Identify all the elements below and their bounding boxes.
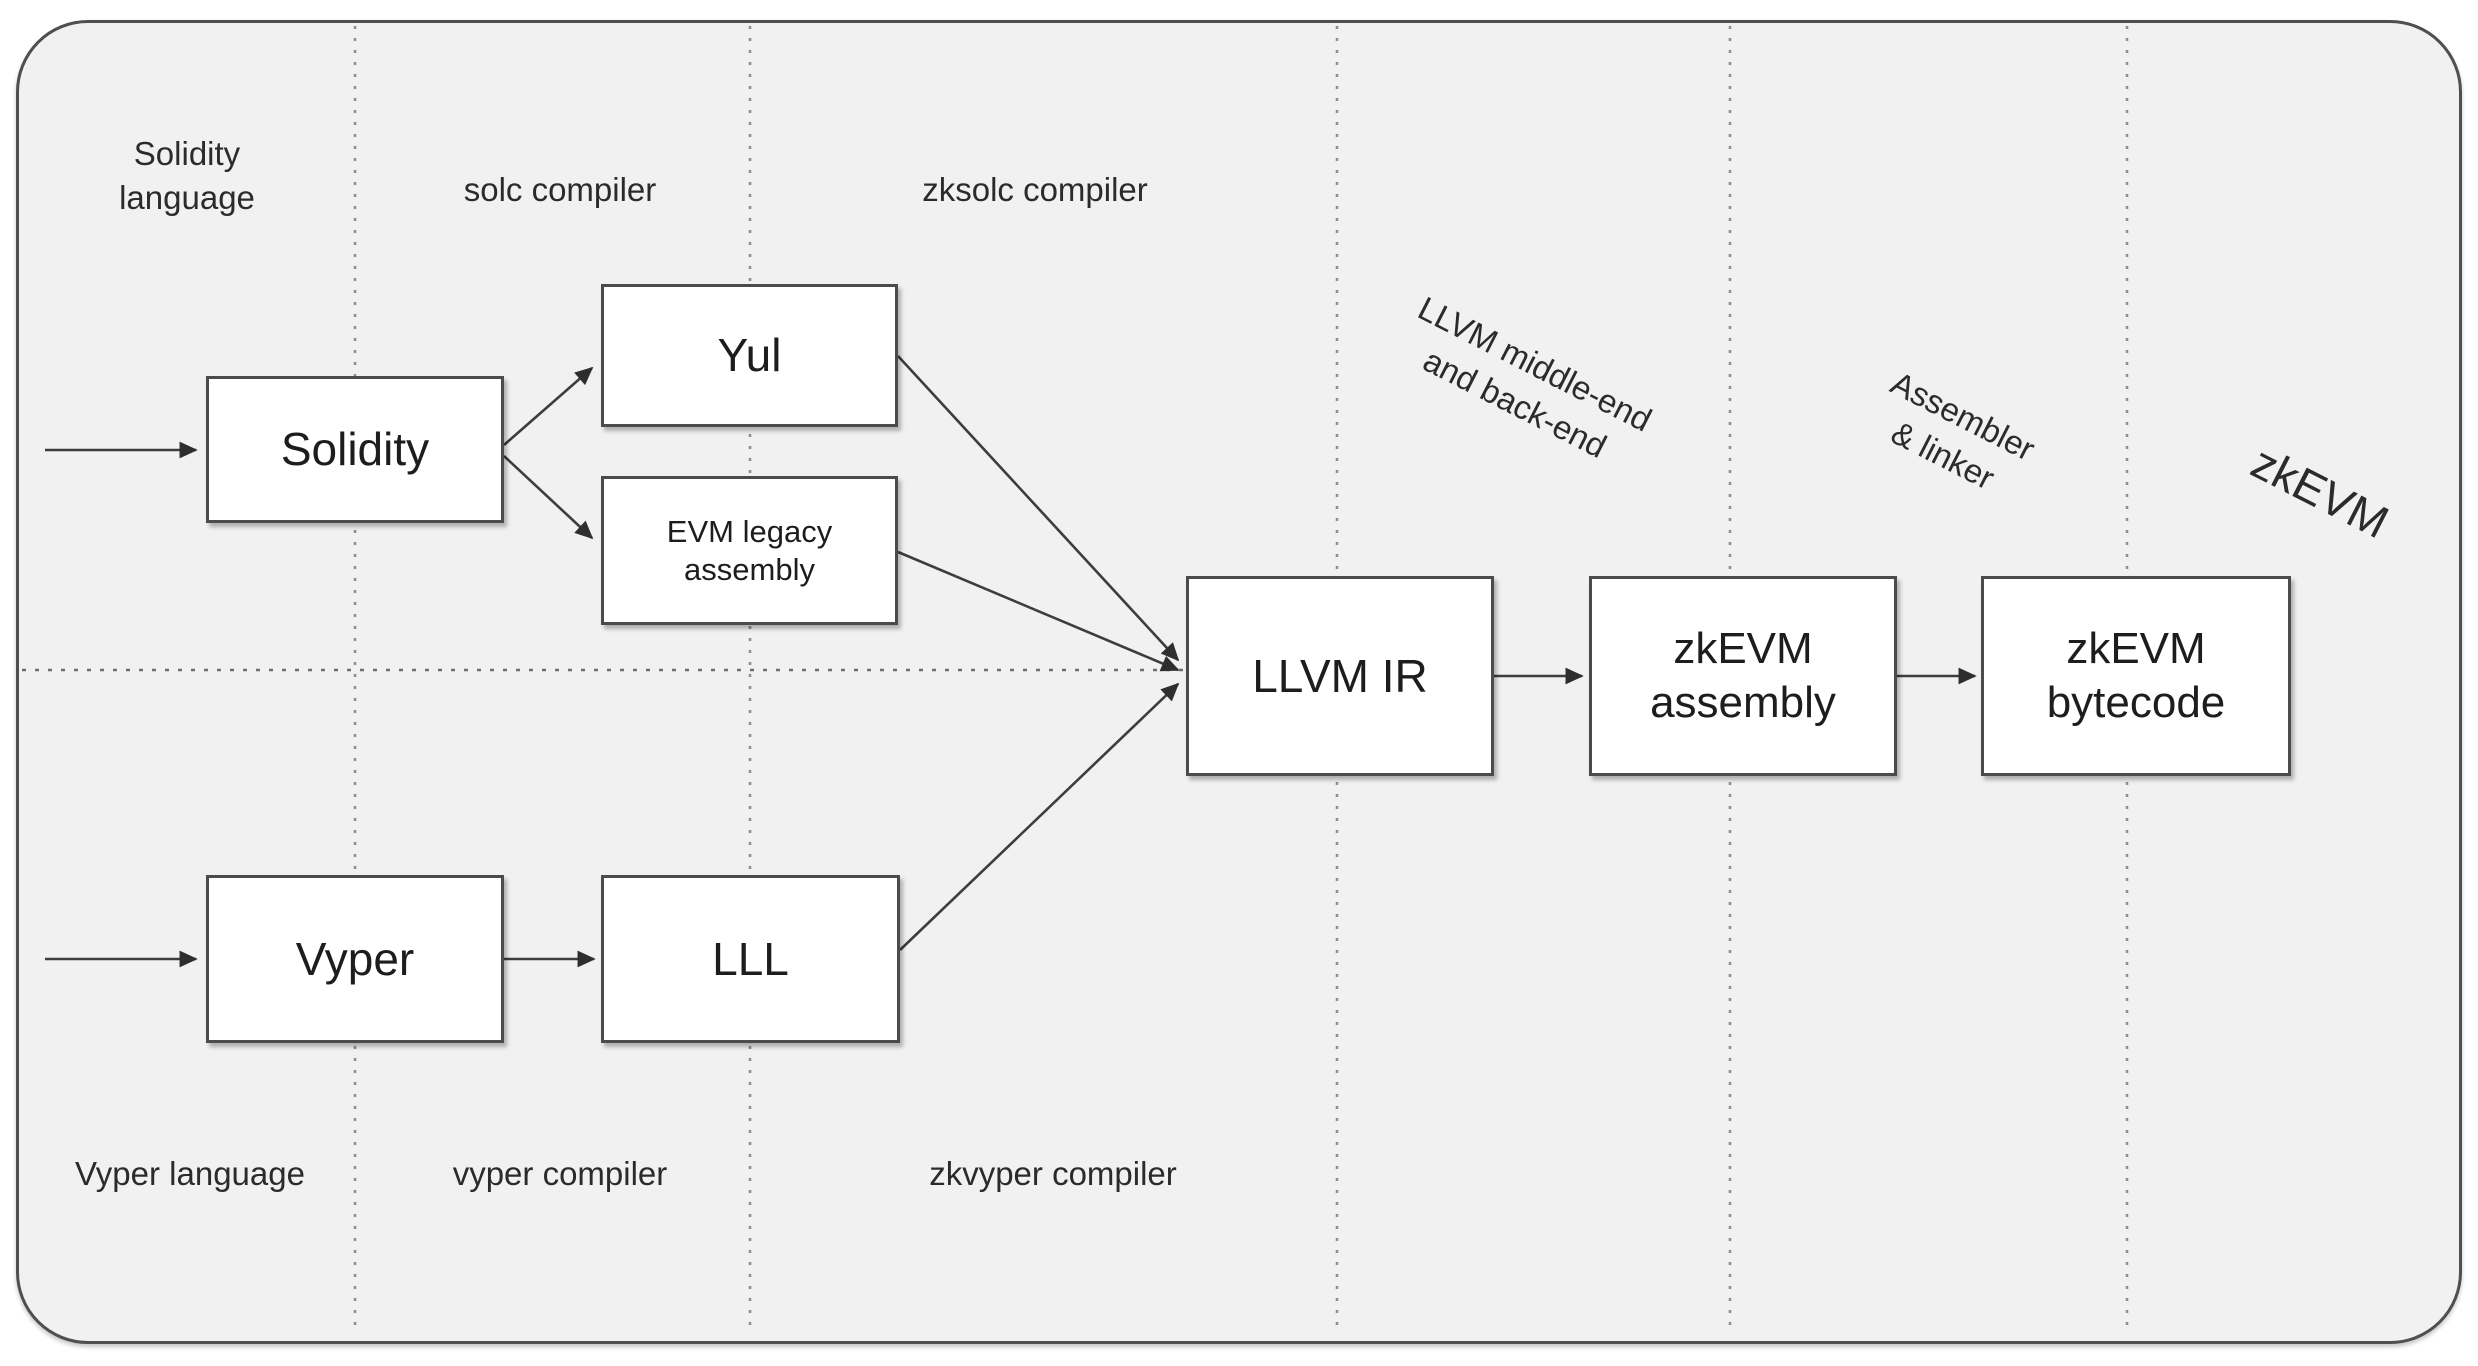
node-solidity: Solidity xyxy=(206,376,504,523)
arrow-solidity-to-evm-legacy xyxy=(503,455,594,540)
arrow-solidity-to-yul xyxy=(503,366,594,446)
zone-label-zkvyper-compiler: zkvyper compiler xyxy=(929,1155,1177,1192)
zone-label-solidity-language: Solidity language xyxy=(119,135,255,216)
node-lll: LLL xyxy=(601,875,900,1043)
node-yul: Yul xyxy=(601,284,898,427)
node-llvm-ir: LLVM IR xyxy=(1186,576,1494,776)
zone-label-zksolc-compiler: zksolc compiler xyxy=(922,171,1148,208)
zone-label-vyper-language: Vyper language xyxy=(75,1155,305,1192)
arrow-lll-to-llvm-ir xyxy=(899,682,1180,951)
node-vyper: Vyper xyxy=(206,875,504,1043)
node-evm-legacy-assembly: EVM legacy assembly xyxy=(601,476,898,625)
zone-label-solc-compiler: solc compiler xyxy=(463,171,657,208)
node-zkevm-bytecode: zkEVM bytecode xyxy=(1981,576,2291,776)
arrow-yul-to-llvm-ir xyxy=(897,355,1180,662)
arrow-evm-legacy-to-llvm-ir xyxy=(897,550,1180,672)
zone-label-vyper-compiler: vyper compiler xyxy=(452,1155,668,1192)
node-zkevm-assembly: zkEVM assembly xyxy=(1589,576,1897,776)
